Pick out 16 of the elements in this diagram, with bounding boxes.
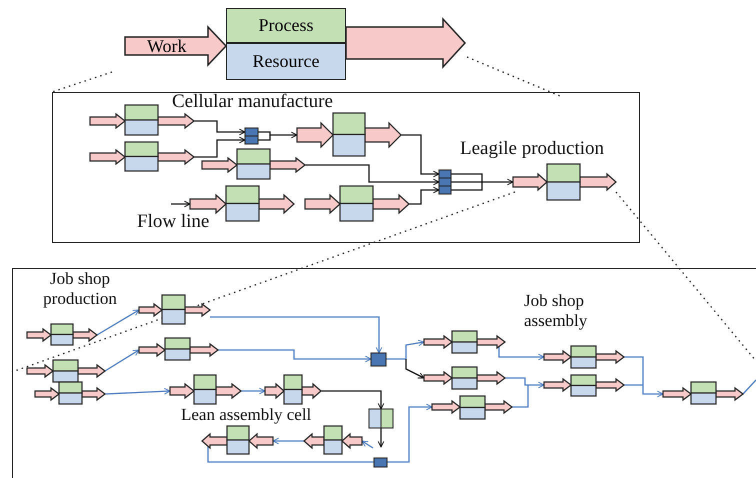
magnification-guide-line [616, 192, 756, 362]
node-label: Work [147, 36, 187, 56]
section-label: Lean assembly cell [181, 405, 312, 425]
block-arrow [345, 17, 466, 69]
node-label: Process [258, 15, 314, 36]
process-box [226, 8, 346, 43]
section-label: Leagile production [460, 139, 604, 159]
section-label: Job shop assembly [524, 291, 588, 331]
magnification-guide-line [12, 191, 516, 373]
resource-box [226, 43, 346, 80]
section-label: Flow line [137, 212, 210, 232]
work-arrow [125, 26, 226, 66]
zoom-panel [52, 92, 640, 243]
node-label: Resource [252, 51, 320, 72]
section-label: Cellular manufacture [172, 92, 333, 112]
section-label: Job shop production [42, 269, 118, 309]
